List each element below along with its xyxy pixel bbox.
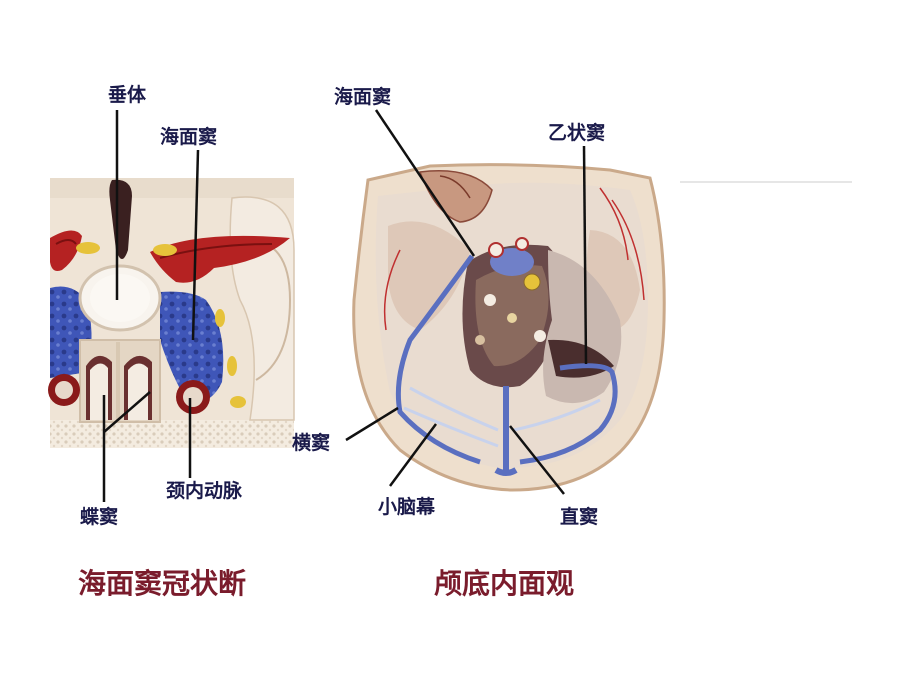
label-straight-sinus: 直窦 — [560, 506, 599, 528]
label-pituitary: 垂体 — [108, 84, 147, 106]
caption-coronal-section: 海面窦冠状断 — [78, 567, 247, 600]
label-tentorium: 小脑幕 — [378, 496, 436, 518]
label-cavernous-sinus-right: 海面窦 — [334, 86, 392, 108]
caption-cranial-base: 颅底内面观 — [434, 567, 575, 600]
label-cavernous-sinus-left: 海面窦 — [160, 126, 218, 148]
label-sigmoid-sinus: 乙状窦 — [548, 122, 606, 144]
cavernous-sinus-right — [160, 291, 224, 402]
transverse-sinus-path — [395, 254, 481, 465]
label-sphenoid-sinus: 蝶窦 — [80, 506, 119, 528]
label-internal-carotid: 颈内动脉 — [166, 480, 243, 502]
label-transverse-sinus: 横窦 — [292, 432, 331, 454]
sigmoid-sinus-path — [519, 363, 618, 465]
pituitary-stalk — [109, 179, 132, 259]
skull-base-bone — [50, 420, 294, 448]
